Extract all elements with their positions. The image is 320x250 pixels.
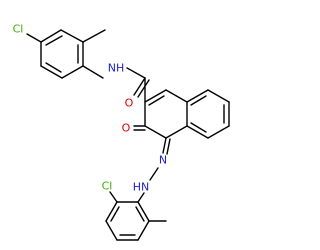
keto-carbonyl <box>133 125 146 131</box>
chlorine-label-bottom: Cl <box>102 180 113 193</box>
lower-cl-bond <box>109 191 118 203</box>
naphthalene-left-ring <box>144 89 188 139</box>
upper-methyl-bond <box>82 29 106 43</box>
nh-amide-label: NH <box>108 62 125 75</box>
hn-aryl-bond <box>137 192 145 203</box>
lower-aryl-ring <box>105 201 150 241</box>
n-n-bond <box>149 167 159 181</box>
nitrogen-azo-label: N <box>159 154 167 167</box>
naphthalene-right-ring <box>186 89 230 139</box>
oxygen-amide-label: O <box>125 97 134 110</box>
upper-cl-bond <box>26 33 42 43</box>
nh-carbonyl-bond <box>126 67 146 79</box>
upper-aryl-ring <box>40 29 84 79</box>
hydrazone-double-bond <box>162 137 171 155</box>
chemical-structure-diagram: Cl NH O O N HN Cl <box>13 23 230 241</box>
amide-carbonyl <box>133 77 150 98</box>
hn-hydrazone-label: HN <box>133 181 150 194</box>
oxygen-keto-label: O <box>122 122 131 135</box>
chlorine-label-top: Cl <box>13 23 24 36</box>
aryl-nh-bond <box>82 65 104 79</box>
